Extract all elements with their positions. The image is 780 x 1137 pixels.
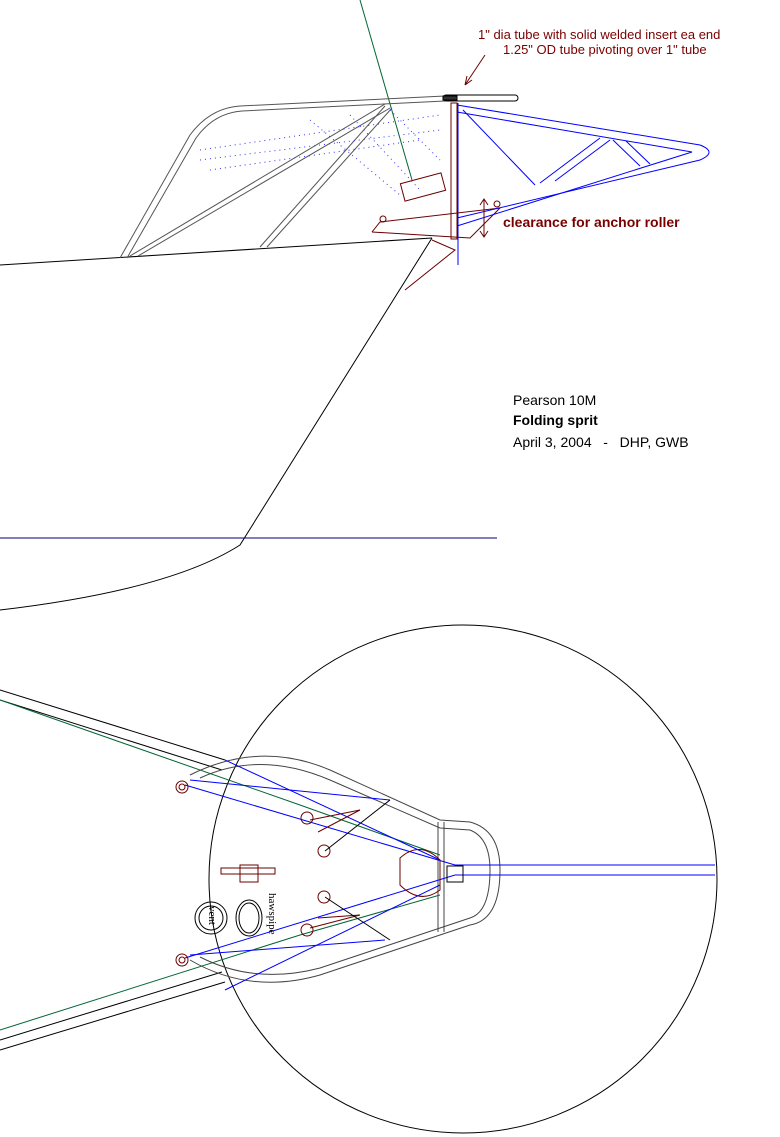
- hull-stem: [0, 237, 433, 611]
- tube-note: 1" dia tube with solid welded insert ea …: [478, 27, 721, 42]
- pointer-arrow: [464, 54, 486, 86]
- profile-view: [0, 0, 710, 611]
- clearance-note: clearance for anchor roller: [503, 214, 680, 230]
- bow-pulpit: [119, 95, 446, 259]
- sprit-truss: [456, 104, 710, 227]
- deck-edge: [0, 689, 226, 1051]
- pulpit-netting-dots: [199, 109, 441, 196]
- vent-label: vent: [206, 906, 218, 925]
- chainplates: [175, 780, 464, 967]
- drawing-subject: Folding sprit: [513, 412, 598, 428]
- pulpit-plan: [189, 755, 501, 983]
- date-authors: April 3, 2004 - DHP, GWB: [513, 434, 689, 450]
- vent-outer: [194, 901, 228, 935]
- pivot-note: 1.25" OD tube pivoting over 1" tube: [503, 42, 707, 57]
- swing-circle: [208, 624, 718, 1134]
- boat-name: Pearson 10M: [513, 392, 597, 408]
- centerline-green: [359, 0, 413, 181]
- sprit-plan: [184, 759, 715, 991]
- sprit-tube: [442, 94, 519, 102]
- hawspipe-inner: [238, 902, 260, 934]
- hawspipe-outer: [235, 899, 263, 937]
- plan-view: [0, 624, 718, 1134]
- hawspipe-label: hawspipe: [266, 893, 278, 935]
- hull-sheer: [0, 237, 433, 266]
- stem-bracket: [371, 54, 502, 291]
- vent-inner: [198, 905, 224, 931]
- centerline-green: [0, 699, 441, 1031]
